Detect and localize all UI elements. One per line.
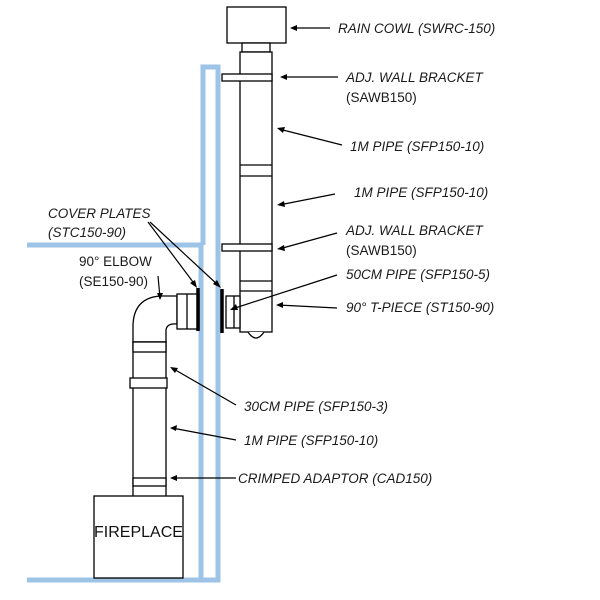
arrowhead bbox=[157, 293, 163, 300]
arrow-wall-bracket-mid bbox=[278, 232, 338, 250]
wall-bracket-top bbox=[221, 73, 273, 82]
arrowhead bbox=[190, 280, 197, 288]
arrowhead bbox=[230, 304, 238, 310]
label-pipe-30cm: 30CM PIPE (SFP150-3) bbox=[244, 399, 388, 414]
arrow-cover-plate-inner bbox=[147, 221, 197, 287]
arrow-pipe-30cm bbox=[171, 367, 237, 406]
label-pipe-1m-a: 1M PIPE (SFP150-10) bbox=[350, 139, 484, 154]
arrowhead bbox=[170, 475, 177, 481]
outer-stub-pipe bbox=[225, 295, 241, 329]
arrowhead bbox=[277, 245, 285, 251]
callouts: RAIN COWL (SWRC-150) ADJ. WALL BRACKET (… bbox=[48, 21, 495, 486]
arrowhead bbox=[276, 302, 283, 308]
label-pipe-1m-c: 1M PIPE (SFP150-10) bbox=[244, 433, 378, 448]
label-wall-bracket-mid-1: ADJ. WALL BRACKET bbox=[345, 223, 485, 238]
label-pipe-1m-b: 1M PIPE (SFP150-10) bbox=[354, 185, 488, 200]
arrowhead bbox=[170, 425, 177, 431]
arrow-pipe-50cm bbox=[231, 274, 338, 310]
arrowhead bbox=[213, 280, 221, 288]
elbow bbox=[132, 295, 178, 343]
rain-cowl bbox=[226, 6, 287, 44]
vertical-flue-pipe bbox=[239, 51, 273, 333]
label-pipe-50cm: 50CM PIPE (SFP150-5) bbox=[346, 267, 490, 282]
inner-vertical-pipe bbox=[132, 341, 167, 498]
pipe-collar bbox=[132, 341, 167, 353]
inner-stub-pipe bbox=[176, 293, 200, 330]
arrow-t-piece bbox=[277, 304, 338, 309]
arrowhead bbox=[280, 74, 287, 80]
fireplace-box bbox=[93, 495, 184, 579]
crimped-adaptor bbox=[132, 477, 167, 487]
t-piece-cap bbox=[247, 331, 265, 339]
pipe-collar bbox=[129, 377, 168, 389]
fireplace-label: FIREPLACE bbox=[94, 524, 183, 541]
arrow-pipe-1m-a bbox=[278, 128, 343, 146]
label-wall-bracket-top-2: (SAWB150) bbox=[346, 90, 417, 105]
label-elbow-1: 90° ELBOW bbox=[79, 254, 152, 269]
label-wall-bracket-mid-2: (SAWB150) bbox=[346, 243, 417, 258]
label-cover-plates-2: (STC150-90) bbox=[48, 225, 126, 240]
arrowhead bbox=[277, 127, 285, 133]
label-crimped-adaptor: CRIMPED ADAPTOR (CAD150) bbox=[238, 471, 432, 486]
arrow-pipe-1m-b bbox=[278, 193, 336, 206]
label-cover-plates-1: COVER PLATES bbox=[48, 206, 151, 221]
label-elbow-2: (SE150-90) bbox=[79, 274, 148, 289]
arrowhead bbox=[170, 367, 178, 373]
label-rain-cowl: RAIN COWL (SWRC-150) bbox=[338, 21, 495, 36]
building-structure bbox=[27, 64, 221, 583]
arrowhead bbox=[277, 201, 285, 207]
label-wall-bracket-top-1: ADJ. WALL BRACKET bbox=[345, 70, 485, 85]
wall-bracket-mid bbox=[221, 243, 273, 252]
label-t-piece: 90° T-PIECE (ST150-90) bbox=[346, 300, 494, 315]
arrow-pipe-1m-c bbox=[171, 427, 237, 441]
cowl-collar bbox=[241, 42, 271, 53]
arrowhead bbox=[290, 25, 297, 31]
arrow-cover-plate-outer bbox=[149, 221, 220, 287]
external-wall bbox=[198, 64, 221, 583]
